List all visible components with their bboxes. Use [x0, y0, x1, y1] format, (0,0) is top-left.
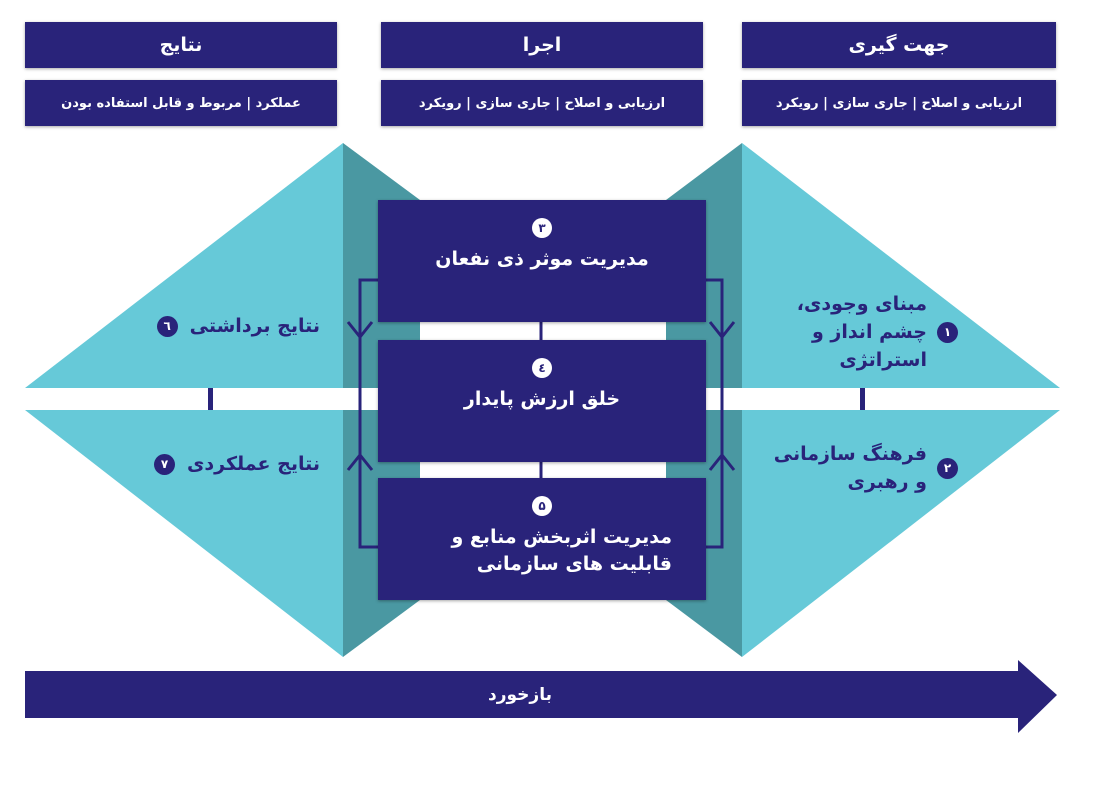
right-upper-triangle — [742, 143, 1060, 388]
right-flow-line — [706, 278, 724, 549]
criterion-label: فرهنگ سازمانی و رهبری — [773, 443, 927, 493]
column-subtitle-direction: ارزیابی و اصلاح | جاری سازی | رویکرد — [742, 80, 1056, 126]
criterion-label: مدیریت موثر ذی نفعان — [435, 248, 649, 270]
criterion-6: نتایج برداشتی ٦ — [140, 312, 320, 340]
criterion-label: نتایج عملکردی — [187, 453, 320, 475]
criterion-label: نتایج برداشتی — [189, 315, 320, 337]
criterion-number-badge: ۳ — [532, 218, 552, 238]
criterion-number-badge: ۱ — [937, 321, 958, 343]
criterion-4-box: ٤ خلق ارزش پایدار — [378, 340, 706, 462]
criterion-3-box: ۳ مدیریت موثر ذی نفعان — [378, 200, 706, 322]
left-lower-triangle — [25, 410, 343, 657]
feedback-arrow — [25, 660, 1057, 733]
criterion-1: ۱ مبنای وجودی، چشم انداز و استراتژی — [768, 290, 958, 374]
criterion-label: مدیریت اثربخش منابع و قابلیت های سازمانی — [451, 526, 672, 575]
right-up-chevron — [708, 452, 736, 471]
left-flow-line — [358, 278, 378, 549]
criterion-number-badge: ۷ — [154, 453, 176, 475]
left-upper-triangle — [25, 143, 343, 388]
right-down-chevron — [708, 321, 736, 340]
left-gap-tick — [208, 388, 213, 410]
feedback-label: بازخورد — [488, 684, 552, 705]
column-title-execution: اجرا — [381, 22, 703, 68]
criterion-number-badge: ٤ — [532, 358, 552, 378]
right-gap-tick — [860, 388, 865, 410]
criterion-number-badge: ٦ — [156, 315, 178, 337]
left-up-chevron — [346, 452, 374, 471]
criterion-7: نتایج عملکردی ۷ — [140, 450, 320, 478]
left-down-chevron — [346, 321, 374, 340]
column-title-direction: جهت گیری — [742, 22, 1056, 68]
criterion-label: خلق ارزش پایدار — [463, 388, 621, 410]
criterion-number-badge: ۵ — [532, 496, 552, 516]
criterion-5-box: ۵ مدیریت اثربخش منابع و قابلیت های سازما… — [378, 478, 706, 600]
column-title-results: نتایج — [25, 22, 337, 68]
right-lower-triangle — [742, 410, 1060, 657]
criterion-2: ۲ فرهنگ سازمانی و رهبری — [768, 440, 958, 496]
column-subtitle-execution: ارزیابی و اصلاح | جاری سازی | رویکرد — [381, 80, 703, 126]
criterion-number-badge: ۲ — [937, 457, 958, 479]
column-subtitle-results: عملکرد | مربوط و قابل استفاده بودن — [25, 80, 337, 126]
criterion-label: مبنای وجودی، چشم انداز و استراتژی — [796, 293, 927, 371]
